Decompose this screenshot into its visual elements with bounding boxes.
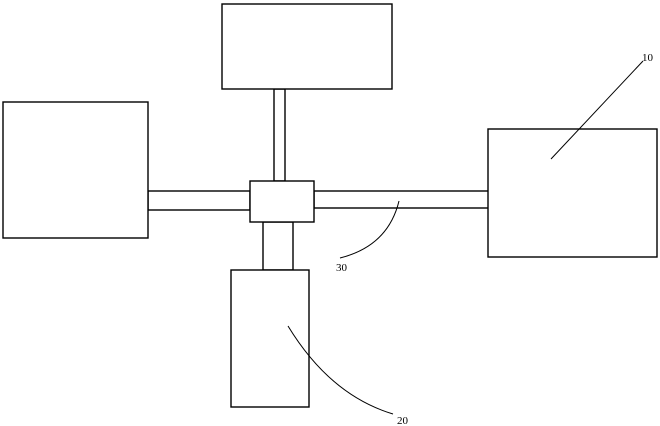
left-box [3,102,148,238]
ref-label-20: 20 [397,415,409,426]
ref-label-30: 30 [336,262,348,274]
bottom-box [231,270,309,407]
right-box [488,129,657,257]
left-connecting-pipe [148,191,250,210]
top-box [222,4,392,89]
right-connecting-pipe [314,191,489,208]
leader-line-30 [340,201,399,258]
ref-label-10: 10 [642,52,654,64]
top-connecting-pipe [274,89,285,181]
central-junction [250,181,314,222]
bottom-connecting-pipe [263,222,293,270]
